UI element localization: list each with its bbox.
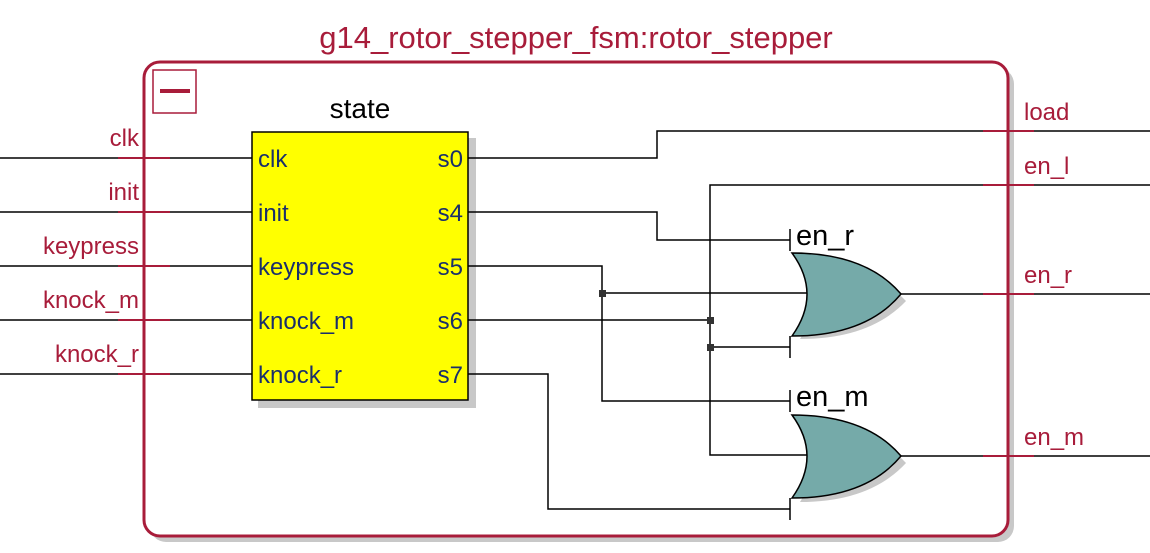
gate-label: en_m xyxy=(796,381,869,413)
output-port-label: en_r xyxy=(1024,262,1072,289)
net-s5[interactable] xyxy=(468,265,808,402)
net-s0-load[interactable] xyxy=(468,130,985,159)
net-s4[interactable] xyxy=(468,211,790,241)
input-port-label: knock_r xyxy=(55,341,139,368)
output-port-en_r[interactable]: en_r xyxy=(983,262,1150,295)
state-output-pin: s6 xyxy=(438,308,463,335)
or-gate-en_m[interactable]: en_m xyxy=(790,381,906,502)
state-input-pin: knock_m xyxy=(258,308,354,335)
state-output-pin: s4 xyxy=(438,200,463,227)
state-input-pin: clk xyxy=(258,146,288,173)
output-port-load[interactable]: load xyxy=(983,99,1150,132)
gate-label: en_r xyxy=(796,220,854,252)
collapse-button[interactable] xyxy=(152,69,197,114)
input-port-label: keypress xyxy=(43,233,139,260)
state-input-pin: init xyxy=(258,200,289,227)
state-output-pin: s5 xyxy=(438,254,463,281)
state-output-pin: s0 xyxy=(438,146,463,173)
state-output-pin: s7 xyxy=(438,362,463,389)
state-block[interactable]: state clk init keypress knock_m knock_r … xyxy=(251,93,476,408)
or-gate-en_r[interactable]: en_r xyxy=(790,220,906,339)
output-port-en_m[interactable]: en_m xyxy=(983,424,1150,457)
junction-dot xyxy=(599,290,606,297)
output-port-label: en_l xyxy=(1024,153,1069,180)
input-port-label: init xyxy=(108,179,139,206)
input-port-clk[interactable]: clk xyxy=(0,125,252,159)
state-block-title: state xyxy=(330,93,391,124)
state-input-pin: keypress xyxy=(258,254,354,281)
state-input-pin: knock_r xyxy=(258,362,342,389)
net-s7[interactable] xyxy=(468,373,790,510)
junction-dot xyxy=(707,317,714,324)
junction-dot xyxy=(707,344,714,351)
input-port-knock_r[interactable]: knock_r xyxy=(0,341,252,375)
output-port-en_l[interactable]: en_l xyxy=(983,153,1150,186)
output-port-label: load xyxy=(1024,99,1069,126)
input-port-label: knock_m xyxy=(43,287,139,314)
input-port-init[interactable]: init xyxy=(0,179,252,213)
input-port-label: clk xyxy=(110,125,140,152)
input-port-knock_m[interactable]: knock_m xyxy=(0,287,252,321)
module-title: g14_rotor_stepper_fsm:rotor_stepper xyxy=(319,20,833,55)
input-port-keypress[interactable]: keypress xyxy=(0,233,252,267)
output-port-label: en_m xyxy=(1024,424,1084,451)
